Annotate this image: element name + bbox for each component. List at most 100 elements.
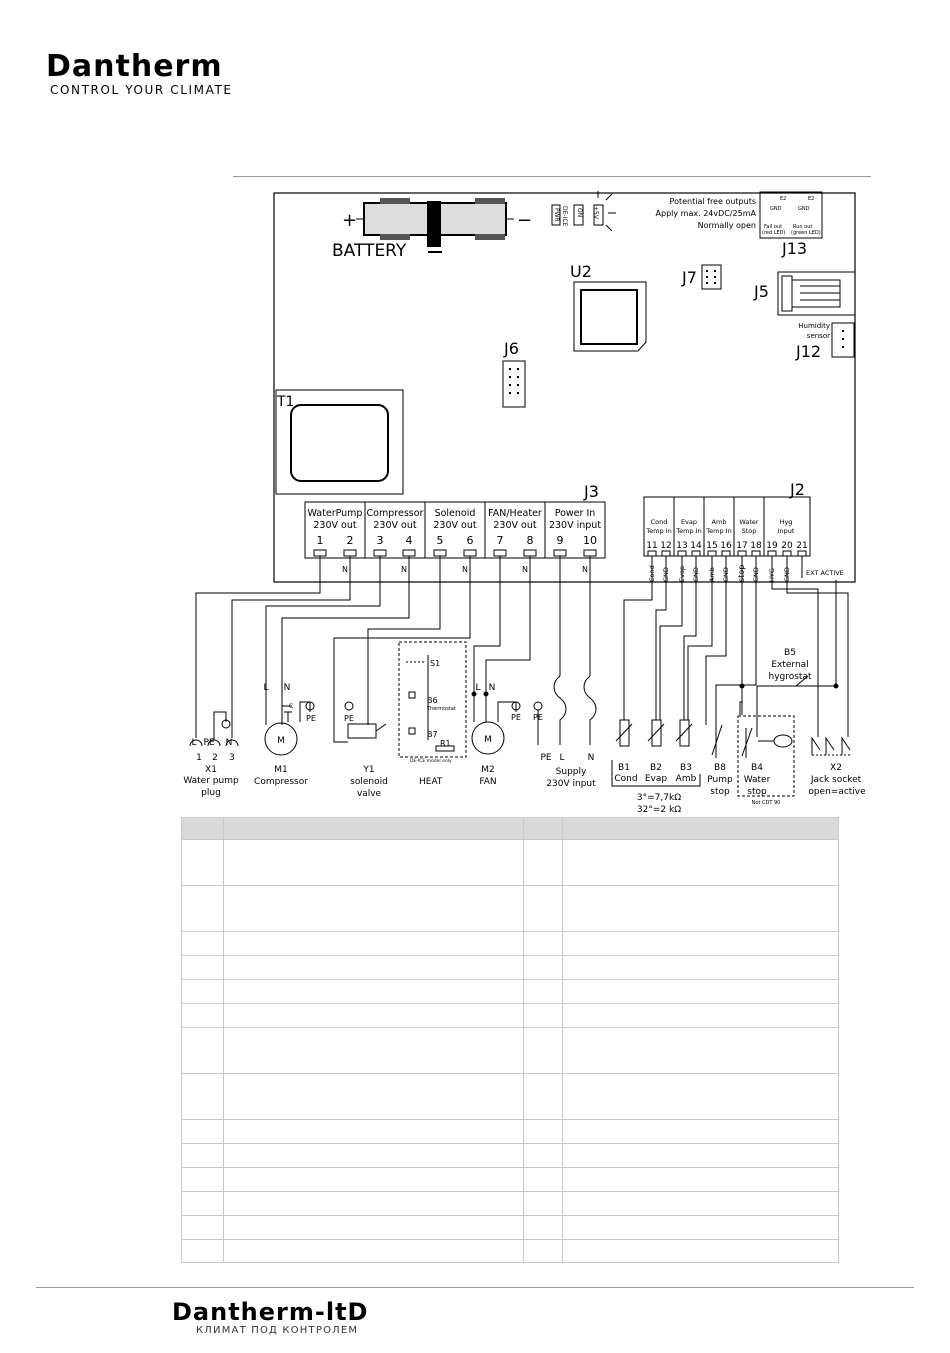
m2-desc: FAN (479, 777, 496, 787)
j3-pin-5: 5 (437, 534, 444, 547)
supply-pin-n: N (588, 753, 595, 763)
j3-wires (195, 556, 591, 743)
supply-desc-1: Supply (556, 767, 587, 777)
b3-desc: Amb (676, 774, 697, 784)
j3-waterpump-sub: 230V out (313, 520, 356, 531)
heat-b7: B7 (427, 730, 438, 739)
spec-table (181, 817, 839, 1263)
b4-desc-2: stop (747, 787, 767, 797)
b2-desc: Evap (645, 774, 668, 784)
m1-compressor (264, 701, 315, 756)
on-label: ON (576, 208, 583, 217)
b4-desc-1: Water (744, 775, 771, 785)
j3-n-6: N (462, 565, 468, 574)
j2-water-title: Water (739, 518, 759, 526)
y1-pe: PE (344, 714, 354, 723)
table-row (181, 979, 839, 1004)
m1-n: N (284, 683, 291, 693)
footer-tagline: КЛИМАТ ПОД КОНТРОЛЕМ (196, 1325, 359, 1336)
x2-name: X2 (830, 763, 842, 773)
j13-e2-2: E2 (808, 196, 814, 202)
table-row (181, 955, 839, 980)
table-row (181, 1191, 839, 1216)
fail-out-label: Fail out (764, 224, 782, 230)
supply-input (533, 675, 597, 745)
b1-desc: Cond (614, 774, 637, 784)
j2-hyg-sub: Input (778, 527, 795, 535)
table-row (181, 1003, 839, 1028)
table-row (181, 1167, 839, 1192)
dantherm-tagline: CONTROL YOUR CLIMATE (50, 83, 233, 97)
j3-waterpump-title: WaterPump (308, 508, 363, 519)
led-light-icon (597, 191, 616, 232)
j2-pin-13: 13 (676, 541, 687, 551)
m1-name: M1 (274, 765, 288, 775)
j3-n-2: N (342, 565, 348, 574)
ntc-value-1: 3°=7,7kΩ (637, 793, 681, 803)
u2-label: U2 (570, 262, 592, 281)
j3-fanheater-title: FAN/Heater (488, 508, 542, 519)
j3-pin-9: 9 (557, 534, 564, 547)
j3-pin-1: 1 (317, 534, 324, 547)
j3-n-4: N (401, 565, 407, 574)
supply-pe-top: PE (533, 713, 543, 722)
b8-b4-switches (711, 683, 795, 797)
humidity-label-1: Humidity (798, 322, 830, 330)
j13-label: J13 (781, 239, 807, 258)
pwr-label: PWR (553, 208, 560, 222)
ntc-value-2: 32°=2 kΩ (637, 805, 681, 815)
footer-logo: Dantherm-ltD (172, 1298, 369, 1326)
j2-water-sub: Stop (742, 527, 757, 535)
j3-terminals (313, 549, 597, 557)
b4-name: B4 (751, 763, 763, 773)
potential-free-line2: Apply max. 24vDC/25mA (656, 209, 757, 218)
j3-pin-7: 7 (497, 534, 504, 547)
b8-desc-2: stop (710, 787, 730, 797)
table-row (181, 885, 839, 932)
supply-pin-l: L (559, 753, 564, 763)
j2-pin-18: 18 (750, 541, 762, 551)
table-row (181, 1027, 839, 1074)
x1-num-3: 3 (229, 753, 235, 763)
j2-pin-17: 17 (736, 541, 747, 551)
x1-pin-n: N (226, 738, 233, 748)
table-row (181, 1215, 839, 1240)
ext-active-label: EXT ACTIVE (806, 569, 844, 577)
y1-desc-2: valve (357, 789, 382, 799)
j7-connector (701, 264, 722, 290)
j2-evap-title: Evap (681, 518, 697, 526)
heat-note: DE-ICE model only (410, 758, 452, 764)
table-row (181, 1119, 839, 1144)
heat-s1: S1 (430, 659, 440, 668)
x1-pin-l: L (191, 738, 196, 748)
x2-jack-socket (811, 736, 852, 756)
j13-gnd-2: GND (798, 206, 810, 212)
j2-pin-14: 14 (690, 541, 702, 551)
pcb-board (273, 192, 856, 583)
j13-e2-1: E2 (780, 196, 786, 202)
m1-c: C (289, 703, 293, 710)
j2-pin-20: 20 (781, 541, 793, 551)
j3-solenoid-title: Solenoid (435, 508, 476, 519)
t1-transformer (275, 389, 404, 495)
x1-num-2: 2 (212, 753, 218, 763)
j3-pin-10: 10 (583, 534, 597, 547)
heat-desc: HEAT (419, 777, 443, 787)
table-row (181, 839, 839, 886)
b5-desc-1: External (771, 660, 808, 670)
m1-l: L (263, 683, 268, 693)
j2-wires (623, 556, 849, 737)
heat-thermostat: Thermostat (426, 706, 456, 712)
run-out-led: (green LED) (791, 230, 821, 236)
t1-label: T1 (276, 394, 294, 410)
supply-pin-pe: PE (540, 753, 551, 763)
j12-connector (831, 322, 855, 358)
j12-label: J12 (795, 342, 821, 361)
heat-circuit (406, 655, 455, 752)
dantherm-logo: Dantherm (46, 49, 223, 84)
m1-m-letter: M (277, 736, 285, 746)
run-out-label: Run out (793, 224, 812, 230)
potential-free-line1: Potential free outputs (670, 197, 756, 206)
j2-amb-sub: Temp In (705, 527, 731, 535)
b5-desc-2: hygrostat (768, 672, 811, 682)
